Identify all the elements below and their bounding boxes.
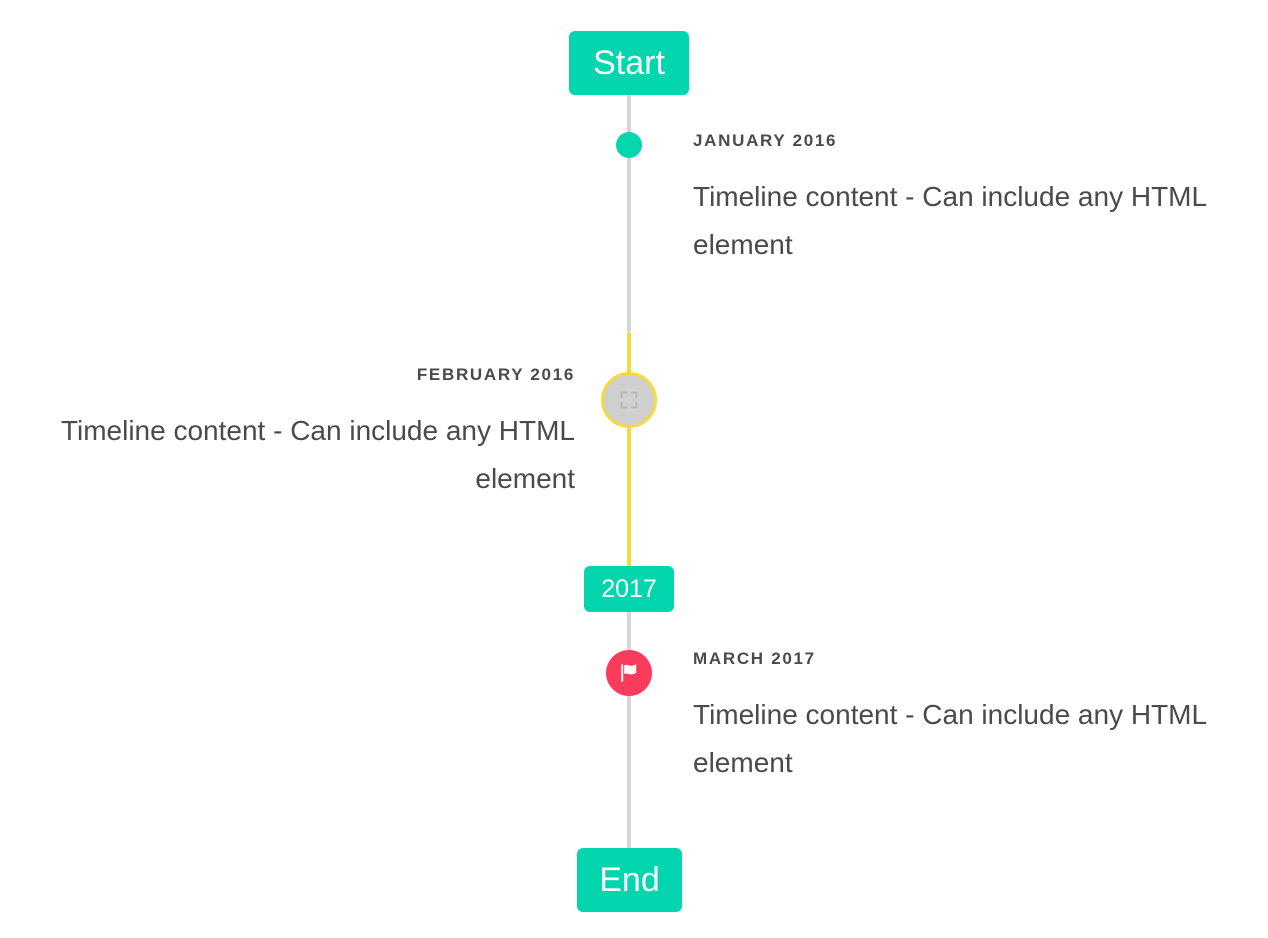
timeline-start-label: Start — [593, 43, 665, 82]
timeline-year-label: 2017 — [601, 574, 657, 603]
timeline-event-march: March 2017 Timeline content - Can includ… — [693, 649, 1233, 787]
timeline-event-date: February 2016 — [416, 365, 575, 384]
broken-image-icon[interactable] — [601, 372, 657, 428]
dot-icon[interactable] — [616, 132, 642, 158]
timeline-event-body: Timeline content - Can include any HTML … — [60, 415, 575, 495]
timeline-start-badge[interactable]: Start — [569, 31, 689, 95]
broken-image-glyph — [620, 391, 638, 409]
timeline-year-badge[interactable]: 2017 — [584, 566, 674, 612]
timeline-event-january: January 2016 Timeline content - Can incl… — [693, 131, 1233, 269]
timeline-end-badge[interactable]: End — [577, 848, 682, 912]
timeline-spine-segment-highlight — [627, 332, 631, 568]
flag-icon[interactable] — [606, 650, 652, 696]
timeline-event-body: Timeline content - Can include any HTML … — [693, 699, 1207, 779]
timeline-spine-segment-bottom — [627, 610, 631, 850]
timeline-event-date: March 2017 — [693, 649, 816, 668]
timeline-spine-segment-top — [627, 95, 631, 332]
timeline-end-label: End — [599, 860, 660, 899]
flag-glyph — [621, 664, 637, 682]
timeline-event-body: Timeline content - Can include any HTML … — [693, 181, 1207, 261]
timeline-event-february: February 2016 Timeline content - Can inc… — [35, 365, 575, 503]
timeline-event-date: January 2016 — [693, 131, 838, 150]
